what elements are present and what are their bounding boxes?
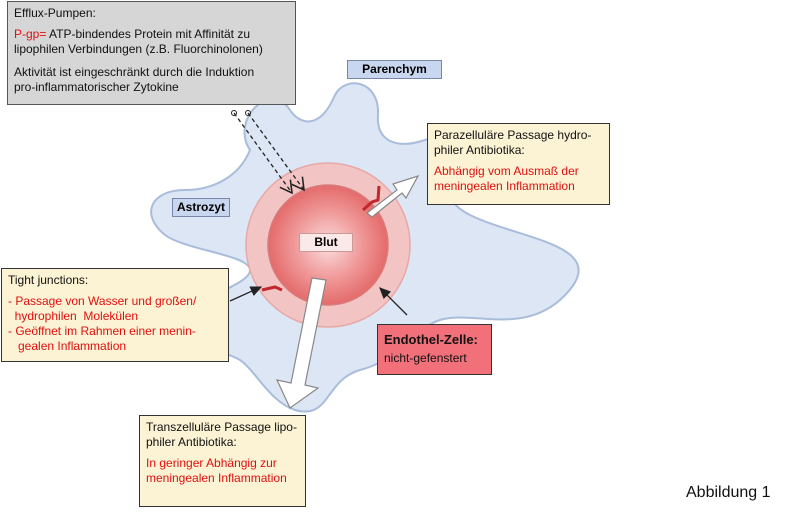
pgp-label: P-gp=: [14, 27, 47, 41]
parazellulaer-title-1: Parazelluläre Passage hydro-: [434, 128, 592, 142]
parenchym-label: Parenchym: [347, 60, 442, 79]
parazellulaer-box: Parazelluläre Passage hydro- philer Anti…: [427, 123, 610, 205]
parazellulaer-title-2: philer Antibiotika:: [434, 143, 525, 157]
blut-label: Blut: [299, 233, 353, 252]
efflux-arrow-2: [247, 112, 305, 192]
efflux-arrow-2-tail: [245, 110, 251, 116]
tight-junction-right: [362, 185, 381, 212]
transzellulaer-note-1: In geringer Abhängig zur: [146, 456, 277, 470]
transcellular-arrow: [275, 277, 327, 409]
parazellulaer-note-2: meningealen Inflammation: [434, 179, 575, 193]
transzellulaer-note-2: meningealen Inflammation: [146, 471, 287, 485]
tight-junctions-item2-1: - Geöffnet im Rahmen einer menin-: [8, 324, 196, 338]
efflux-activity-line-2: pro-inflammatorischer Zytokine: [14, 80, 179, 94]
efflux-arrow-1-tail: [231, 110, 237, 116]
tight-junctions-item1-1: - Passage von Wasser und großen/: [8, 294, 197, 308]
transzellulaer-title-1: Transzelluläre Passage lipo-: [146, 420, 297, 434]
tight-junctions-item1-2: hydrophilen Molekülen: [8, 309, 139, 323]
endothel-pointer: [379, 287, 408, 316]
tight-junctions-title: Tight junctions:: [8, 273, 89, 287]
paracellular-arrow: [366, 174, 420, 218]
figure-label: Abbildung 1: [686, 484, 771, 501]
efflux-title: Efflux-Pumpen:: [14, 6, 96, 20]
efflux-pumpen-box: Efflux-Pumpen: P-gp= ATP-bindendes Prote…: [7, 1, 296, 105]
endothel-subtitle: nicht-gefenstert: [384, 351, 467, 365]
efflux-arrow-1: [233, 112, 293, 195]
transzellulaer-title-2: philer Antibiotika:: [146, 435, 237, 449]
tight-junctions-box: Tight junctions: - Passage von Wasser un…: [1, 268, 229, 362]
tight-junction-left: [261, 285, 283, 292]
astrozyt-label: Astrozyt: [172, 198, 230, 217]
tight-junctions-item2-2: gealen Inflammation: [8, 339, 127, 353]
tight-junction-pointer: [229, 286, 263, 302]
efflux-activity-line-1: Aktivität ist eingeschränkt durch die In…: [14, 65, 255, 79]
pgp-text-1: ATP-bindendes Protein mit Affinität zu: [46, 27, 251, 41]
transzellulaer-box: Transzelluläre Passage lipo- philer Anti…: [139, 415, 306, 507]
endothel-title: Endothel-Zelle:: [384, 332, 478, 347]
efflux-pgp-line-1: P-gp= ATP-bindendes Protein mit Affinitä…: [14, 27, 289, 42]
parazellulaer-note-1: Abhängig vom Ausmaß der: [434, 164, 579, 178]
efflux-pgp-line-2: lipophilen Verbindungen (z.B. Fluorchino…: [14, 42, 263, 56]
endothel-box: Endothel-Zelle: nicht-gefenstert: [377, 324, 492, 375]
